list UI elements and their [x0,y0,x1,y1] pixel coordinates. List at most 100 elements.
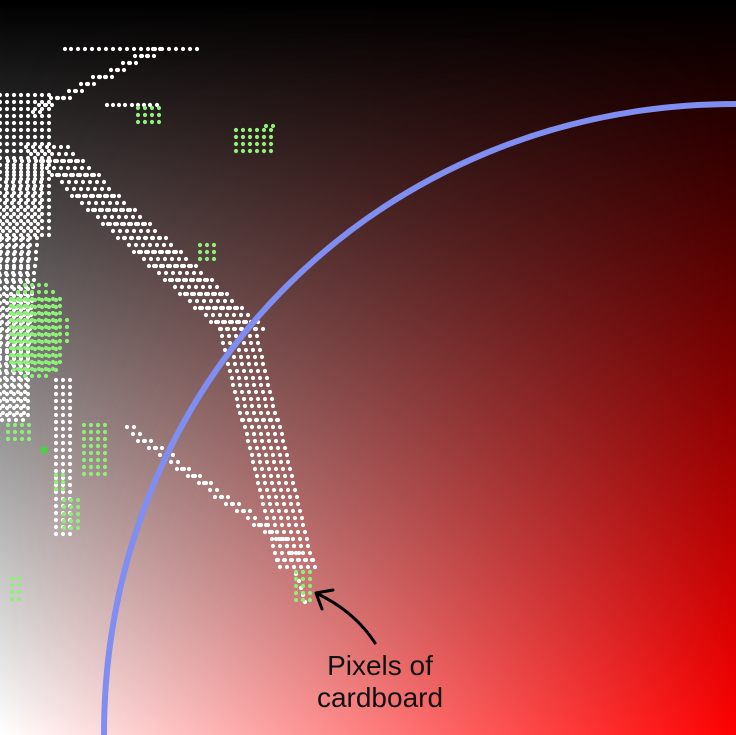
pixel-dot [18,412,24,418]
pixel-dot [18,141,24,147]
pixel-dot [125,207,131,213]
pixel-dot [270,424,276,430]
pixel-dot [298,564,304,570]
pixel-dot [200,284,206,290]
pixel-dot [11,120,17,126]
cardboard-pixel-dot [88,436,94,442]
pixel-dot [251,410,257,416]
pixel-dot [32,190,38,196]
cardboard-pixel-dot [233,127,239,133]
pixel-dot [25,190,31,196]
pixel-dot [46,99,52,105]
pixel-dot [126,221,132,227]
pixel-dot [241,340,247,346]
cardboard-pixel-dot [240,141,246,147]
cardboard-pixel-dot [300,576,306,582]
pixel-dot [0,405,3,411]
pixel-dot [67,447,73,453]
pixel-dot [236,501,242,507]
cardboard-pixel-dot [300,597,306,603]
cardboard-pixel-dot [81,471,87,477]
pixel-dot [168,459,174,465]
pixel-dot [0,272,3,278]
pixel-dot [18,321,24,327]
pixel-dot [4,328,10,334]
cardboard-pixel-dot [268,141,274,147]
pixel-dot [0,412,3,418]
pixel-dot [38,158,44,164]
pixel-dot [0,384,3,390]
pixel-dot [287,550,293,556]
pixel-dot [0,162,3,168]
pixel-dot [18,349,24,355]
cardboard-pixel-dot [5,436,11,442]
cardboard-pixel-dot [149,112,155,118]
cardboard-pixel-dot [102,457,108,463]
pixel-dot [59,158,65,164]
pixel-dot [277,424,283,430]
pixel-dot [264,459,270,465]
pixel-dot [4,279,10,285]
pixel-dot [70,151,76,157]
pixel-dot [290,480,296,486]
pixel-dot [25,300,31,306]
pixel-dot [11,405,17,411]
pixel-dot [124,228,130,234]
pixel-dot [32,113,38,119]
pixel-dot [16,200,22,206]
cardboard-pixel-dot [39,325,45,331]
pixel-dot [0,155,3,161]
pixel-dot [252,515,258,521]
cardboard-pixel-dot [68,497,74,503]
pixel-dot [264,375,270,381]
pixel-dot [112,221,118,227]
pixel-dot [18,356,24,362]
pixel-dot [243,375,249,381]
cardboard-pixel-dot [240,134,246,140]
pixel-dot [32,204,38,210]
pixel-dot [145,228,151,234]
pixel-dot [238,354,244,360]
cardboard-pixel-dot [25,311,31,317]
pixel-dot [4,120,10,126]
pixel-dot [85,207,91,213]
pixel-dot [37,109,43,115]
pixel-dot [30,144,36,150]
cardboard-pixel-dot [211,242,217,248]
pixel-dot [0,244,3,250]
pixel-dot [130,214,136,220]
pixel-dot [137,214,143,220]
pixel-dot [73,158,79,164]
pixel-dot [34,235,40,241]
pixel-dot [198,270,204,276]
cardboard-pixel-dot [293,590,299,596]
pixel-dot [185,473,191,479]
cardboard-pixel-dot [18,367,24,373]
pixel-dot [0,258,3,264]
pixel-dot [100,200,106,206]
pixel-dot [3,186,9,192]
pixel-dot [116,214,122,220]
pixel-dot [262,508,268,514]
pixel-dot [191,270,197,276]
pixel-dot [248,340,254,346]
pixel-dot [169,256,175,262]
pixel-dot [0,342,3,348]
pixel-dot [240,508,246,514]
pixel-dot [179,263,185,269]
pixel-dot [71,186,77,192]
pixel-dot [157,452,163,458]
pixel-dot [269,508,275,514]
pixel-dot [52,158,58,164]
pixel-dot [67,377,73,383]
cardboard-pixel-dot [25,346,31,352]
pixel-dot [25,265,31,271]
pixel-dot [261,445,267,451]
pixel-dot [25,328,31,334]
pixel-dot [46,190,52,196]
pixel-dot [231,312,237,318]
cardboard-pixel-dot [211,249,217,255]
pixel-dot [167,277,173,283]
pixel-dot [18,165,24,171]
cardboard-pixel-dot [156,105,162,111]
